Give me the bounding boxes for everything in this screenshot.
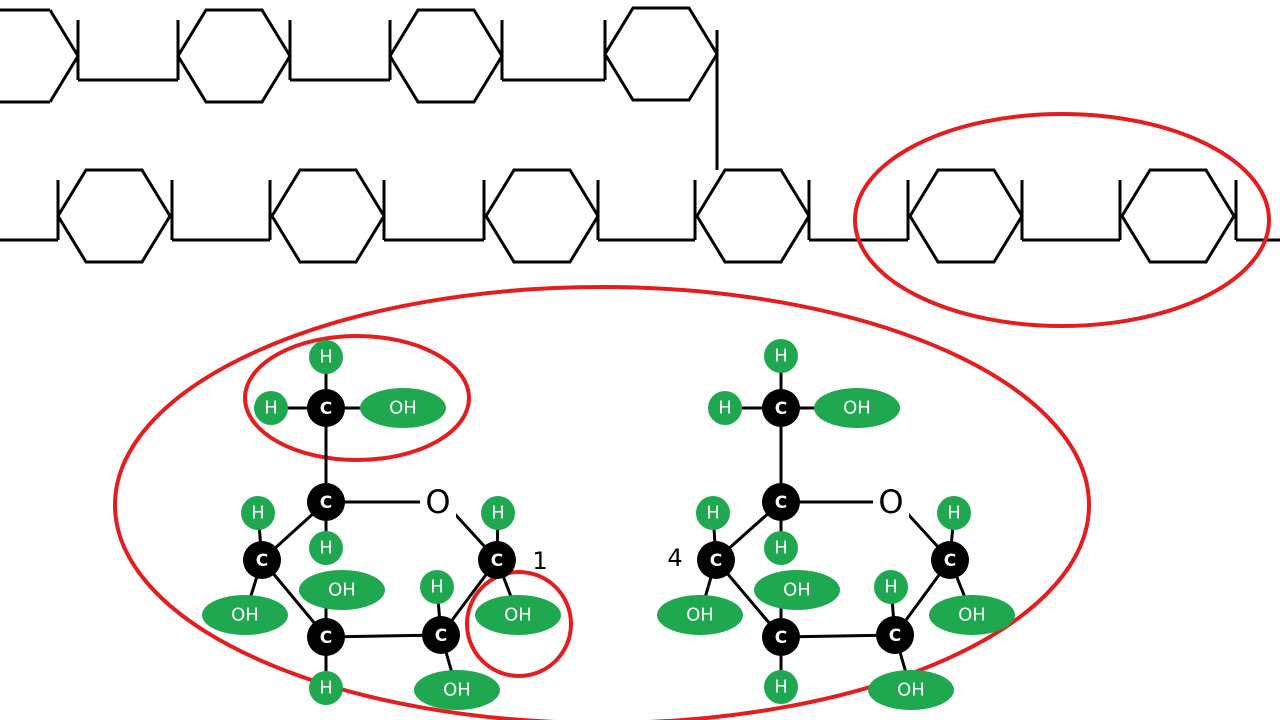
hydrogen-atom — [874, 570, 908, 604]
carbon-label: C — [256, 551, 268, 571]
hydrogen-label: H — [774, 677, 788, 698]
hydrogen-label: H — [718, 398, 732, 419]
glucose-right: H H OH C C O H H H C 4 C OH H OH OH C C — [657, 339, 1015, 710]
carbon-position-label: 4 — [667, 544, 682, 572]
hydrogen-atom — [708, 391, 742, 425]
carbon-label: C — [944, 551, 956, 571]
carbon-atom — [697, 541, 735, 579]
glucose-ring — [908, 168, 1024, 264]
glucose-ring — [484, 168, 600, 264]
hydroxyl-group — [475, 595, 561, 635]
hydroxyl-label: OH — [897, 680, 925, 701]
hydroxyl-label: OH — [504, 605, 532, 626]
top-chain-edge-bond — [48, 55, 80, 103]
hydrogen-atom — [420, 570, 454, 604]
glucose-ring — [388, 8, 504, 104]
hydroxyl-group — [754, 570, 840, 610]
carbon-atom — [307, 483, 345, 521]
carbon-atom — [478, 541, 516, 579]
hydroxyl-label: OH — [783, 580, 811, 601]
hydroxyl-label: OH — [389, 398, 417, 419]
disaccharide-highlight — [853, 112, 1271, 328]
carbon-label: C — [710, 551, 722, 571]
carbon-label: C — [320, 493, 332, 513]
glucose-ring — [270, 168, 386, 264]
hydrogen-label: H — [319, 347, 333, 368]
hydrogen-atom — [696, 496, 730, 530]
hydrogen-label: H — [774, 346, 788, 367]
carbon-atom — [762, 389, 800, 427]
hydrogen-label: H — [264, 398, 278, 419]
hydrogen-label: H — [774, 538, 788, 559]
bottom-chain — [0, 168, 1280, 264]
top-chain — [0, 6, 719, 170]
hydroxyl-label: OH — [958, 605, 986, 626]
carbon-label: C — [775, 399, 787, 419]
carbon-atom — [931, 541, 969, 579]
c1-hydroxyl-highlight — [465, 570, 573, 678]
hydroxyl-group — [414, 670, 500, 710]
carbon-atom — [762, 618, 800, 656]
hydroxyl-group — [814, 388, 900, 428]
hydrogen-atom — [764, 531, 798, 565]
hydroxyl-group — [202, 595, 288, 635]
hydrogen-label: H — [884, 577, 898, 598]
hydroxyl-label: OH — [328, 580, 356, 601]
hydrogen-atom — [481, 496, 515, 530]
hydroxyl-group — [360, 388, 446, 428]
carbon-atom — [876, 616, 914, 654]
hydrogen-atom — [241, 496, 275, 530]
hydrogen-atom — [764, 339, 798, 373]
hydrogen-atom — [254, 391, 288, 425]
bond — [780, 633, 896, 639]
hydroxyl-label: OH — [843, 398, 871, 419]
glucose-left: H H OH C C O H H H C C 1 OH H OH OH C C — [202, 340, 561, 710]
hydrogen-label: H — [947, 503, 961, 524]
carbon-label: C — [491, 551, 503, 571]
hydrogen-atom — [937, 496, 971, 530]
hydroxyl-label: OH — [686, 605, 714, 626]
glucose-ring — [695, 168, 811, 264]
glucose-pair-highlight — [113, 285, 1091, 720]
hydroxyl-group — [657, 595, 743, 635]
hydroxyl-group — [929, 595, 1015, 635]
ring-oxygen-label: O — [425, 483, 450, 521]
hydrogen-label: H — [491, 503, 505, 524]
top-chain-edge-bond — [48, 9, 80, 57]
carbon-label: C — [775, 628, 787, 648]
hydrogen-atom — [309, 671, 343, 705]
carbon-label: C — [435, 626, 447, 646]
carbon-atom — [422, 616, 460, 654]
glucose-ring — [603, 6, 719, 102]
ring-oxygen-label: O — [878, 483, 903, 521]
carbon-atom — [307, 389, 345, 427]
carbon-atom — [307, 618, 345, 656]
hydroxyl-label: OH — [231, 605, 259, 626]
carbon-position-label: 1 — [532, 547, 547, 575]
hydrogen-atom — [309, 340, 343, 374]
carbon-label: C — [889, 626, 901, 646]
carbon-label: C — [320, 628, 332, 648]
hydroxyl-group — [868, 670, 954, 710]
carbon-atom — [762, 483, 800, 521]
carbon-atom — [243, 541, 281, 579]
glucose-ring — [1120, 168, 1236, 264]
ch2oh-group-highlight — [243, 334, 471, 462]
hydroxyl-label: OH — [443, 680, 471, 701]
hydrogen-label: H — [319, 678, 333, 699]
carbon-label: C — [320, 399, 332, 419]
hydroxyl-group — [299, 570, 385, 610]
glucose-ring — [176, 8, 292, 104]
carbon-label: C — [775, 493, 787, 513]
hydrogen-label: H — [251, 503, 265, 524]
hydrogen-atom — [309, 531, 343, 565]
hydrogen-label: H — [430, 577, 444, 598]
hydrogen-label: H — [706, 503, 720, 524]
bond — [325, 633, 442, 639]
hydrogen-label: H — [319, 538, 333, 559]
hydrogen-atom — [764, 670, 798, 704]
glucose-ring — [56, 168, 172, 264]
